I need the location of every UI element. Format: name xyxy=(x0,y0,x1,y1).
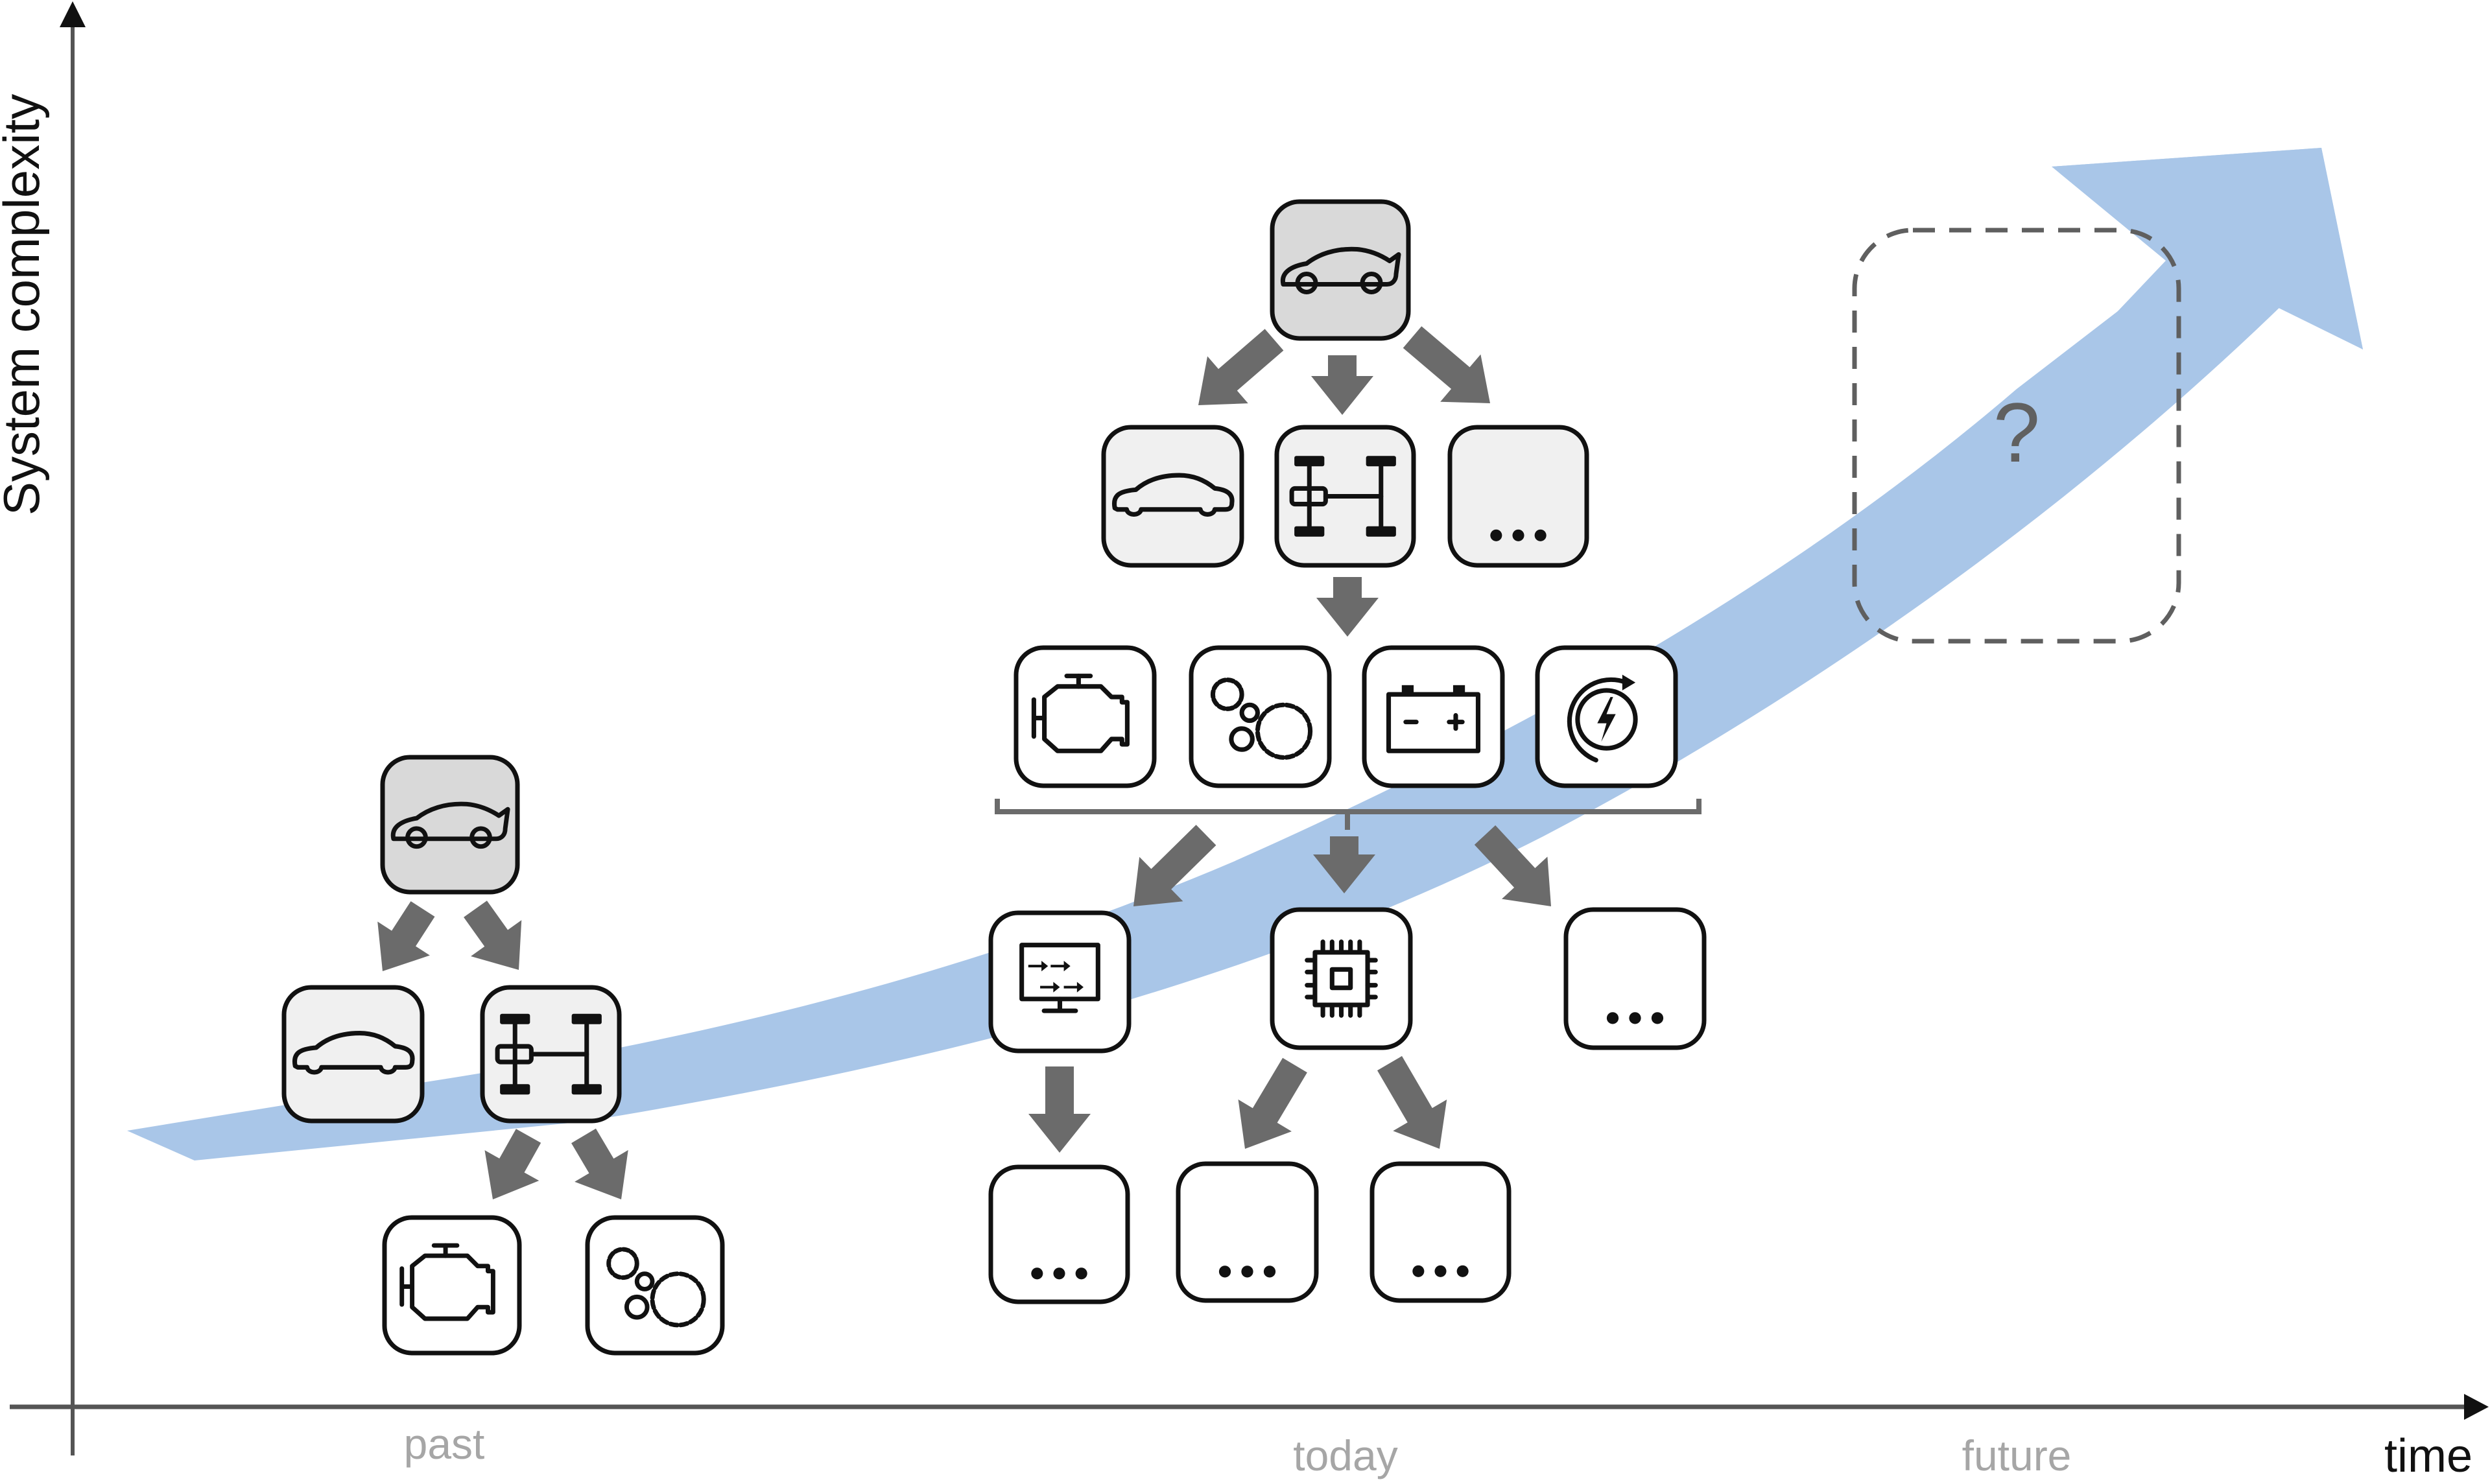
flow-arrow-today-powertrain-to-components xyxy=(1316,577,1379,637)
ellipsis-icon xyxy=(1606,1012,1664,1024)
flow-arrow-today-root-to-powertrain xyxy=(1311,355,1373,415)
component-group-bracket xyxy=(995,799,1702,830)
box-frame xyxy=(988,1164,1130,1304)
component-box-body xyxy=(1101,425,1244,568)
y-axis-label: System complexity xyxy=(0,94,50,515)
y-axis-arrowhead xyxy=(60,1,86,27)
flow-arrow-today-software-to-more xyxy=(1028,1066,1091,1153)
era-label-today: today xyxy=(1293,1431,1397,1479)
box-frame xyxy=(1370,1161,1512,1303)
era-label-past: past xyxy=(404,1420,485,1468)
box-frame xyxy=(1447,425,1589,568)
x-axis-arrowhead xyxy=(2464,1394,2489,1420)
component-box-more xyxy=(1370,1161,1512,1303)
future-question-mark: ? xyxy=(1993,385,2040,480)
ellipsis-icon xyxy=(1031,1267,1087,1280)
component-box-more xyxy=(1563,907,1707,1050)
component-box-engine xyxy=(382,1215,522,1356)
component-box-engine xyxy=(1014,645,1157,788)
today-decomposition-tree xyxy=(988,199,1707,1304)
flow-arrow-today-components-to-software xyxy=(1133,825,1216,906)
component-box-electric-motor xyxy=(1535,645,1678,788)
box-frame xyxy=(1014,645,1157,788)
past-decomposition-tree xyxy=(281,755,725,1356)
flow-arrow-today-root-to-more xyxy=(1403,326,1490,403)
component-box-more xyxy=(1176,1161,1319,1303)
box-frame xyxy=(380,755,520,895)
component-box-vehicle xyxy=(1270,199,1411,341)
ellipsis-icon xyxy=(1490,529,1547,541)
component-box-powertrain xyxy=(1274,425,1416,568)
box-frame xyxy=(1270,199,1411,341)
component-box-transmission xyxy=(585,1215,725,1356)
component-box-body xyxy=(281,985,425,1124)
component-box-more xyxy=(1447,425,1589,568)
flow-arrow-today-root-to-body xyxy=(1198,329,1284,405)
box-frame xyxy=(988,910,1132,1054)
flow-arrow-past-powertrain-to-transmission xyxy=(571,1128,628,1199)
complexity-trend-arrow xyxy=(127,148,2363,1160)
complexity-trend-arrowhead xyxy=(2052,148,2363,415)
box-frame xyxy=(1563,907,1707,1050)
component-box-vehicle xyxy=(380,755,520,895)
flow-arrows xyxy=(377,326,1551,1199)
future-placeholder-box xyxy=(1852,228,2181,644)
box-frame xyxy=(1176,1161,1319,1303)
flow-arrow-past-root-to-body xyxy=(377,901,435,971)
ellipsis-icon xyxy=(1412,1265,1469,1277)
component-box-electronics xyxy=(1270,907,1413,1050)
box-frame xyxy=(281,985,425,1124)
component-box-transmission xyxy=(1189,645,1332,788)
x-axis-label: time xyxy=(2384,1430,2472,1482)
ellipsis-icon xyxy=(1218,1266,1276,1278)
flow-arrow-past-root-to-powertrain xyxy=(464,901,522,970)
flow-arrow-today-electronics-to-more-2 xyxy=(1377,1055,1447,1149)
component-box-powertrain xyxy=(480,985,622,1124)
flow-arrow-today-components-to-more xyxy=(1474,825,1551,906)
flow-arrow-past-powertrain-to-engine xyxy=(484,1129,541,1199)
era-label-future: future xyxy=(1962,1431,2072,1479)
box-frame xyxy=(1101,425,1244,568)
component-box-software xyxy=(988,910,1132,1054)
box-frame xyxy=(382,1215,522,1356)
flow-arrow-today-components-to-electronics xyxy=(1313,836,1375,893)
component-box-battery xyxy=(1362,645,1505,788)
component-box-more xyxy=(988,1164,1130,1304)
box-frame xyxy=(1270,907,1413,1050)
flow-arrow-today-electronics-to-more-1 xyxy=(1238,1057,1307,1149)
box-frame xyxy=(1362,645,1505,788)
